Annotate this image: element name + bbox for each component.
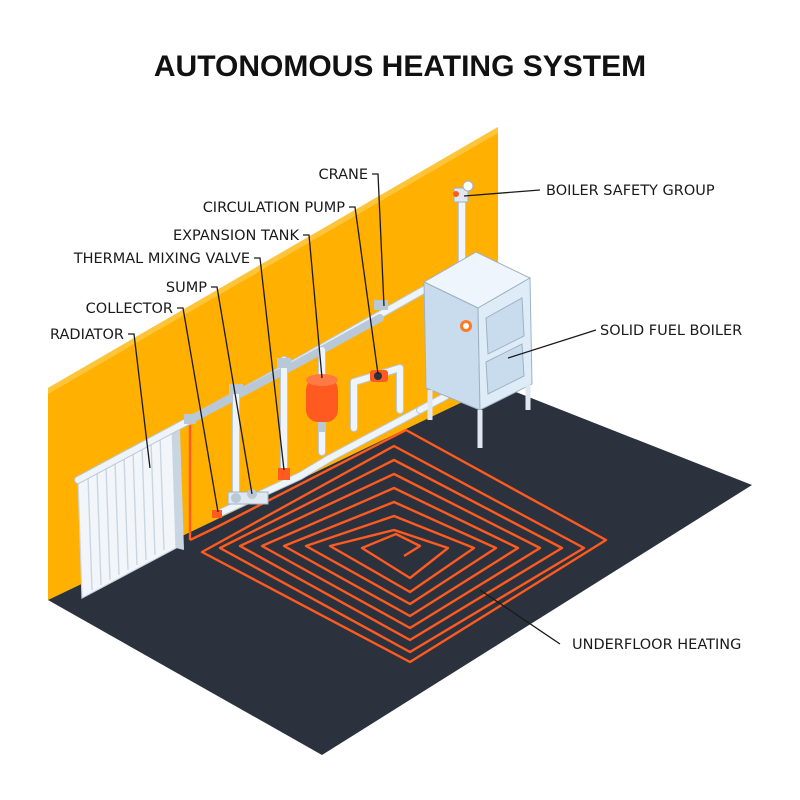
leader-expansion-tank [303, 234, 323, 379]
label-thermal-mixing-valve: THERMAL MIXING VALVE [73, 251, 250, 267]
leader-sump [211, 286, 253, 495]
expansion-tank [306, 374, 338, 432]
solid-fuel-boiler [422, 251, 533, 448]
leader-boiler-safety-group [463, 189, 541, 197]
leader-collector [177, 307, 219, 513]
leader-lines [128, 173, 597, 645]
wall-top-edge [48, 127, 498, 394]
circulation-pump [370, 370, 388, 382]
label-sump: SUMP [166, 280, 207, 296]
underfloor-heating-coil [188, 425, 608, 664]
leader-circulation-pump [349, 206, 379, 375]
label-solid-fuel-boiler: SOLID FUEL BOILER [600, 323, 742, 339]
label-crane: CRANE [318, 167, 368, 183]
pipe-fittings [184, 300, 388, 424]
leader-thermal-mixing-valve [254, 257, 285, 471]
leader-underfloor-heating [479, 589, 561, 645]
page-title: AUTONOMOUS HEATING SYSTEM [154, 50, 646, 83]
label-collector: COLLECTOR [86, 301, 173, 317]
label-underfloor-heating: UNDERFLOOR HEATING [572, 637, 741, 653]
label-expansion-tank: EXPANSION TANK [173, 228, 300, 244]
leader-radiator [128, 333, 151, 469]
label-radiator: RADIATOR [50, 327, 124, 343]
label-circulation-pump: CIRCULATION PUMP [203, 200, 346, 216]
boiler-safety-group [453, 180, 474, 203]
label-boiler-safety-group: BOILER SAFETY GROUP [546, 183, 715, 199]
leader-solid-fuel-boiler [507, 329, 597, 359]
leader-crane [372, 173, 385, 307]
floor [48, 385, 752, 755]
